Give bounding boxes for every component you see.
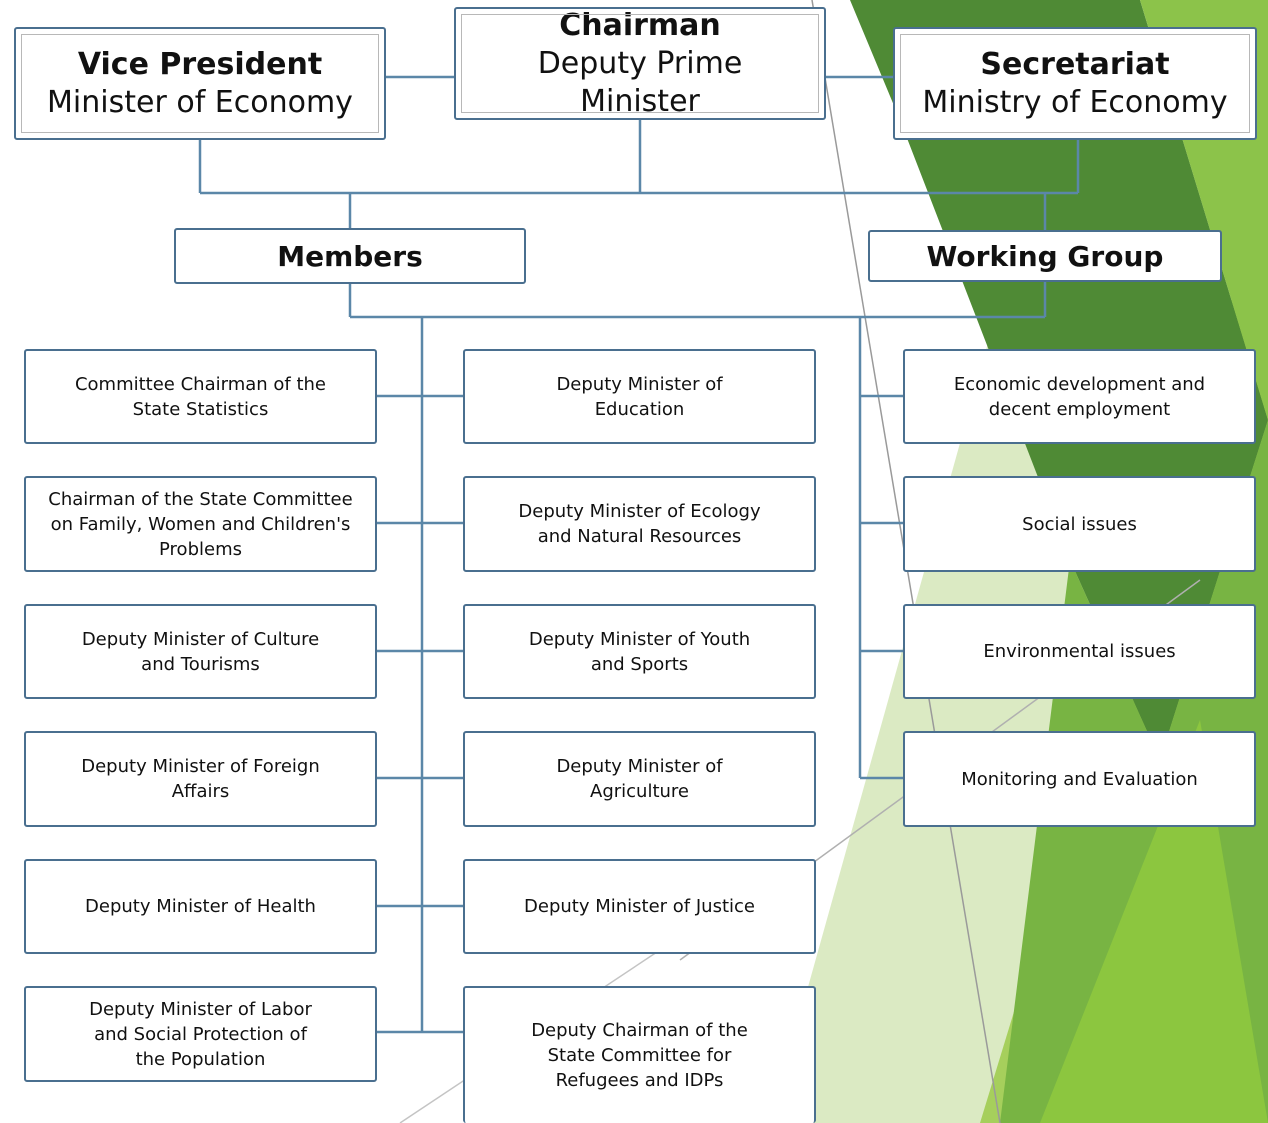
working-group-item: Economic development and decent employme… (903, 349, 1256, 444)
member-box: Chairman of the State Committee on Famil… (24, 476, 377, 572)
member-box: Deputy Minister of Foreign Affairs (24, 731, 377, 827)
working-group-header: Working Group (868, 230, 1222, 282)
members-header: Members (174, 228, 526, 284)
member-box: Deputy Minister of Education (463, 349, 816, 444)
working-group-item-label: Social issues (1022, 513, 1137, 535)
member-box: Deputy Minister of Youth and Sports (463, 604, 816, 699)
member-label: Deputy Minister of Culture and Tourisms (81, 628, 320, 675)
member-box: Deputy Minister of Health (24, 859, 377, 954)
member-box: Deputy Minister of Ecology and Natural R… (463, 476, 816, 572)
vice-president-box: Vice President Minister of Economy (14, 27, 386, 140)
member-box: Deputy Minister of Culture and Tourisms (24, 604, 377, 699)
chairman-subtitle-line1: Deputy Prime (537, 45, 743, 81)
member-label: Deputy Minister of Foreign Affairs (81, 756, 320, 802)
vice-president-subtitle: Minister of Economy (47, 84, 353, 120)
secretariat-box: Secretariat Ministry of Economy (893, 27, 1257, 140)
member-label: Chairman of the State Committee on Famil… (48, 488, 353, 560)
members-label: Members (277, 239, 423, 273)
working-group-item-label: Environmental issues (983, 641, 1176, 662)
working-group-item: Monitoring and Evaluation (903, 731, 1256, 827)
member-label: Deputy Minister of Labor and Social Prot… (89, 998, 312, 1070)
chairman-box: Chairman Deputy Prime Minister (454, 7, 826, 120)
member-box: Deputy Minister of Labor and Social Prot… (24, 986, 377, 1082)
working-group-item-label: Monitoring and Evaluation (961, 768, 1198, 790)
secretariat-subtitle: Ministry of Economy (922, 84, 1228, 120)
chairman-subtitle-line2: Minister (580, 83, 700, 119)
member-label: Deputy Minister of Agriculture (556, 756, 723, 802)
member-box: Committee Chairman of the State Statisti… (24, 349, 377, 444)
member-label: Deputy Minister of Justice (524, 896, 755, 917)
member-label: Deputy Minister of Youth and Sports (528, 628, 751, 675)
working-group-item: Environmental issues (903, 604, 1256, 699)
member-label: Committee Chairman of the State Statisti… (74, 373, 327, 420)
member-box: Deputy Chairman of the State Committee f… (463, 986, 816, 1123)
working-group-label: Working Group (926, 239, 1164, 273)
member-label: Deputy Chairman of the State Committee f… (531, 1020, 748, 1091)
member-box: Deputy Minister of Justice (463, 859, 816, 954)
chairman-title: Chairman (559, 7, 721, 43)
vice-president-title: Vice President (77, 46, 323, 82)
working-group-item: Social issues (903, 476, 1256, 572)
secretariat-title: Secretariat (980, 46, 1170, 82)
member-box: Deputy Minister of Agriculture (463, 731, 816, 827)
member-label: Deputy Minister of Health (85, 896, 316, 917)
member-label: Deputy Minister of Ecology and Natural R… (518, 501, 761, 547)
working-group-item-label: Economic development and decent employme… (953, 373, 1206, 420)
member-label: Deputy Minister of Education (556, 373, 723, 420)
